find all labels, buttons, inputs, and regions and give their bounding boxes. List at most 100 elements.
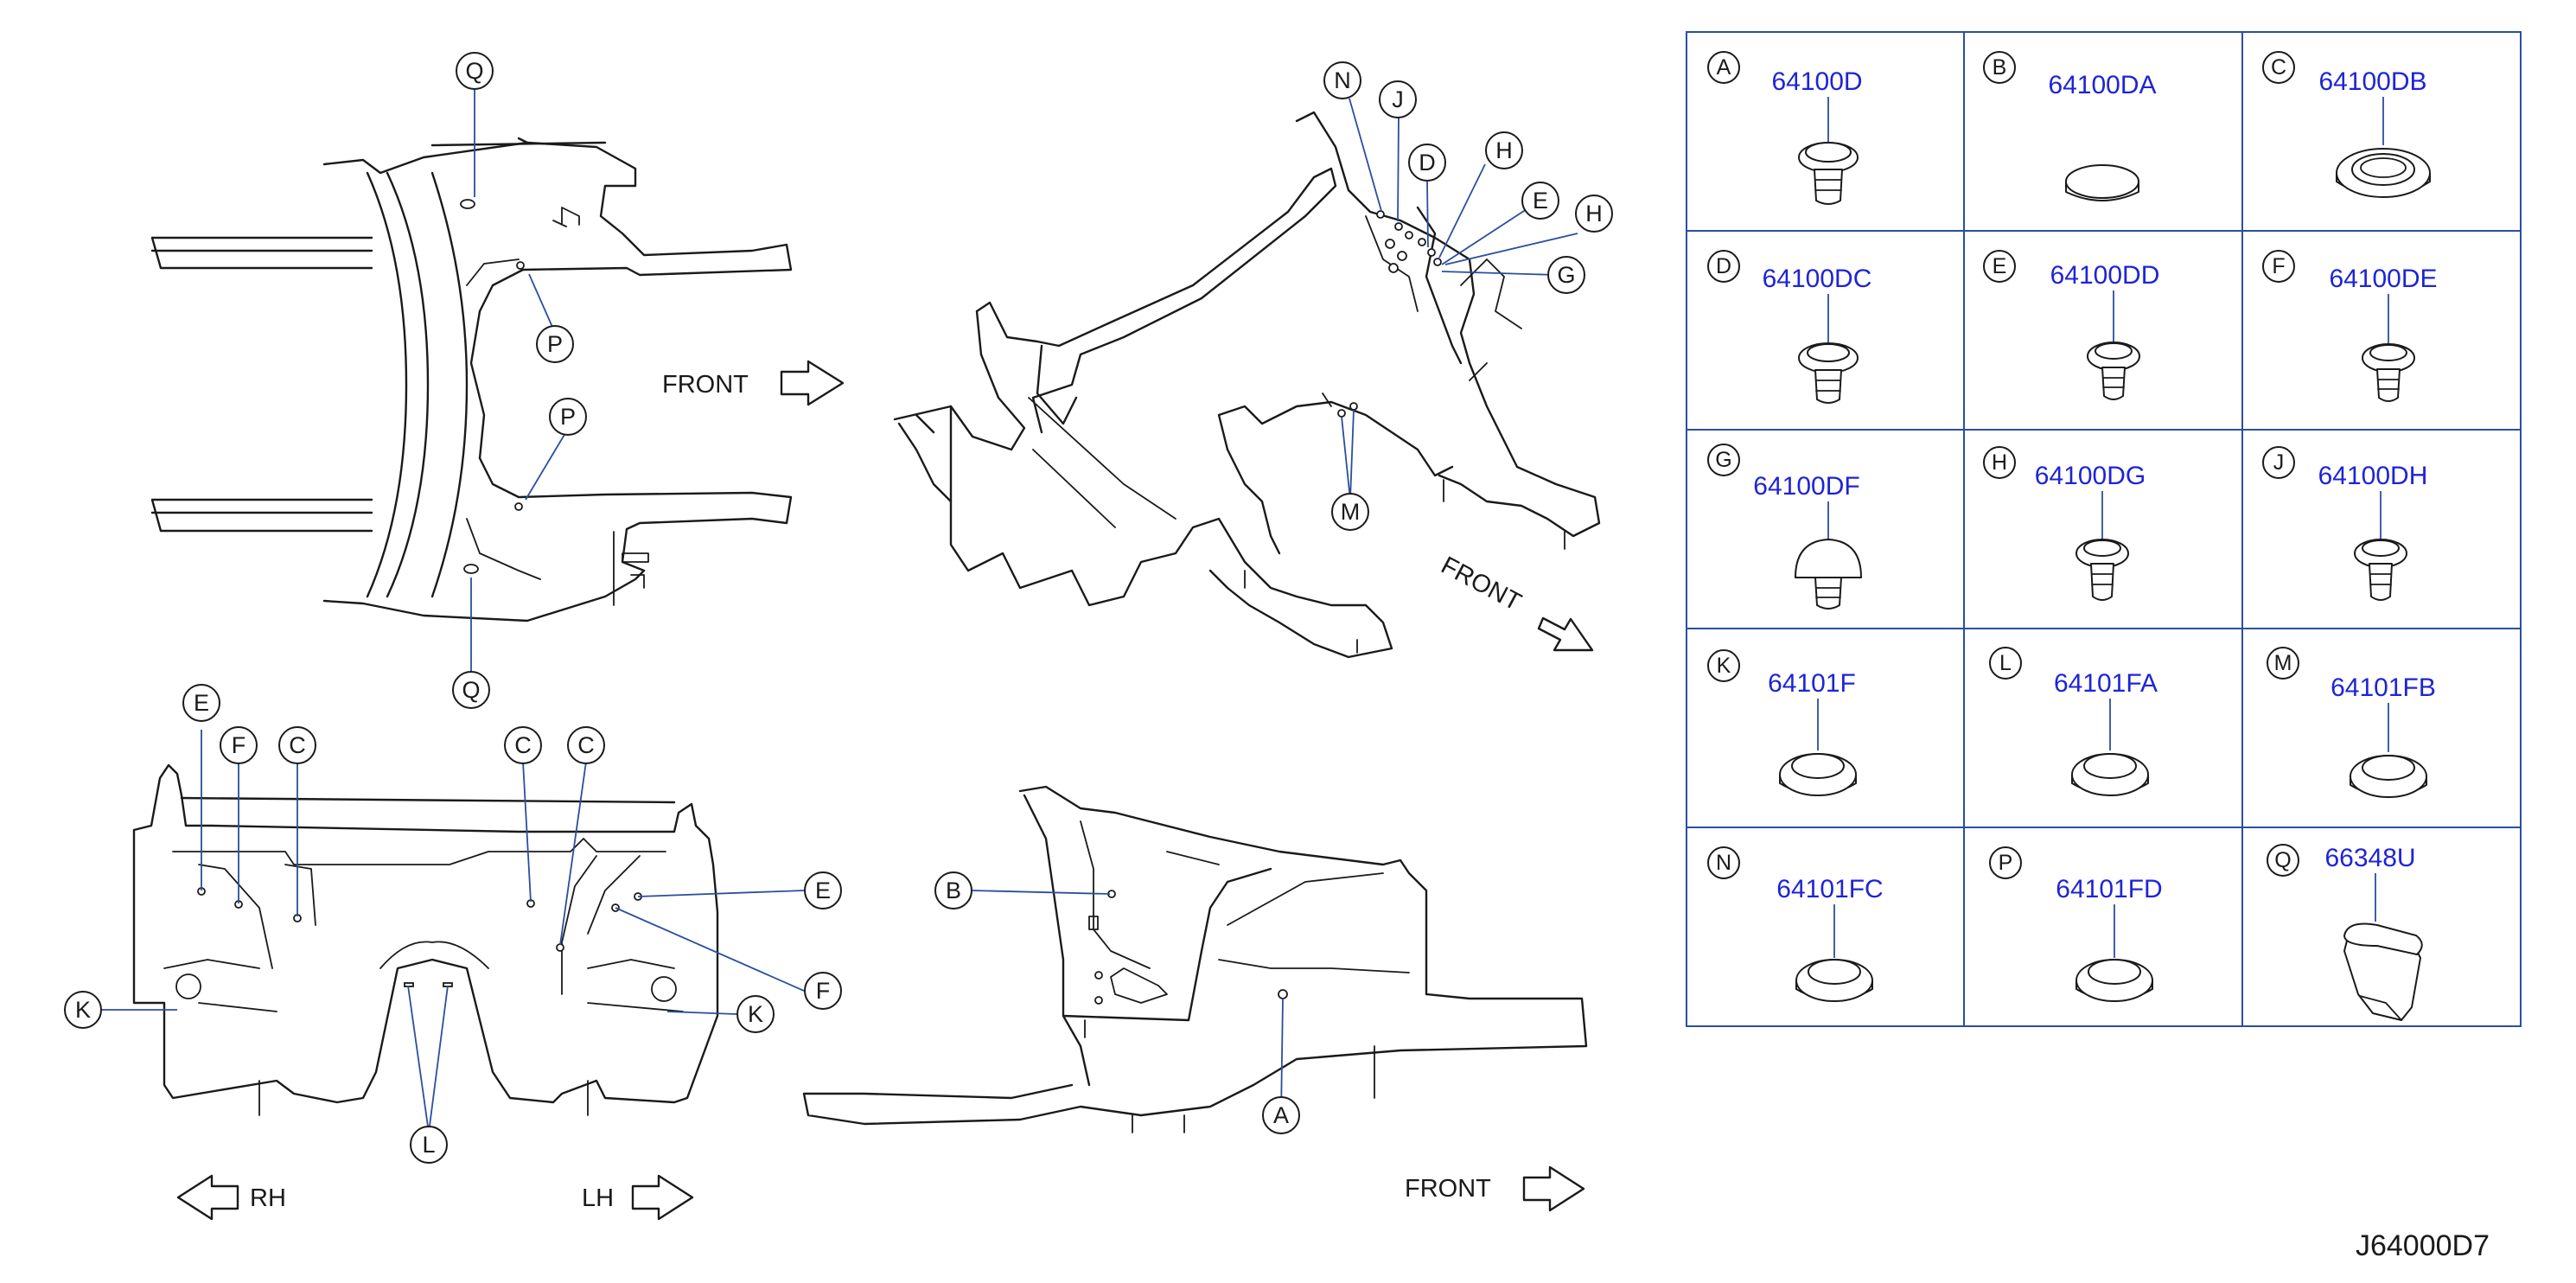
svg-text:P: P <box>560 404 576 430</box>
svg-text:64101FB: 64101FB <box>2331 673 2436 702</box>
callout-c-left: C <box>278 726 316 764</box>
svg-text:D: D <box>1419 150 1436 176</box>
svg-text:P: P <box>547 331 563 357</box>
part-plug-icon <box>2065 164 2139 201</box>
callout-q-bottom: Q <box>452 671 490 709</box>
svg-text:E: E <box>194 690 209 716</box>
callouts: Q P P Q N J D H E H G M E F C C C E F K … <box>64 52 1613 1164</box>
callout-e-right: E <box>804 871 842 910</box>
svg-text:66348U: 66348U <box>2324 844 2415 872</box>
svg-text:N: N <box>1334 67 1351 93</box>
svg-text:Q: Q <box>465 58 483 84</box>
svg-text:F: F <box>816 978 831 1004</box>
legend-cell-d: D 64100DC <box>1707 250 1872 404</box>
svg-text:D: D <box>1716 254 1731 278</box>
callout-h2: H <box>1575 195 1613 233</box>
front-label-bottom: FRONT <box>1405 1175 1491 1203</box>
svg-text:H: H <box>1992 450 2007 475</box>
callout-f-left: F <box>220 726 258 764</box>
callout-p-upper: P <box>536 325 574 363</box>
svg-text:64100DF: 64100DF <box>1753 472 1859 501</box>
svg-text:J: J <box>2273 450 2285 475</box>
rh-label: RH <box>250 1184 286 1212</box>
direction-labels: FRONT FRONT FRONT RH LH <box>176 360 1594 1221</box>
callout-m: M <box>1331 493 1369 531</box>
svg-text:C: C <box>577 732 595 758</box>
svg-text:E: E <box>815 878 831 903</box>
part-push-pin-icon <box>1795 539 1862 610</box>
part-grommet-icon <box>1779 753 1857 796</box>
callout-j: J <box>1379 80 1417 118</box>
callout-e-top: E <box>1521 182 1559 220</box>
svg-text:F: F <box>232 732 246 758</box>
svg-text:K: K <box>75 997 91 1023</box>
svg-text:G: G <box>1715 448 1731 472</box>
legend-cell-c: C 64100DB <box>2262 51 2431 198</box>
svg-text:H: H <box>1585 201 1603 227</box>
legend-cell-g: G 64100DF <box>1707 444 1862 610</box>
svg-text:64101FC: 64101FC <box>1776 875 1883 903</box>
legend-cell-n: N 64101FC <box>1707 846 1884 1002</box>
svg-text:M: M <box>1341 499 1361 525</box>
callout-c-right: C <box>567 726 605 764</box>
svg-text:C: C <box>514 732 532 758</box>
front-label-middle: FRONT <box>1437 552 1526 616</box>
svg-text:L: L <box>422 1132 435 1158</box>
view-top-right <box>893 111 1601 659</box>
callout-l: L <box>410 1126 448 1164</box>
callout-g: G <box>1547 256 1585 294</box>
svg-text:64100DC: 64100DC <box>1763 265 1872 293</box>
svg-text:H: H <box>1495 137 1513 163</box>
legend-cell-b: B 64100DA <box>1983 51 2157 201</box>
front-arrow-top-icon <box>780 360 845 406</box>
svg-text:P: P <box>1999 851 2013 875</box>
part-clip-icon <box>2362 343 2415 402</box>
lh-label: LH <box>582 1184 614 1212</box>
part-grommet-icon <box>2336 148 2431 198</box>
svg-text:64100DB: 64100DB <box>2318 67 2426 96</box>
callout-b: B <box>934 871 972 910</box>
legend-cell-f: F 64100DE <box>2262 250 2438 402</box>
svg-text:N: N <box>1716 851 1731 875</box>
diagram-code: J64000D7 <box>2356 1229 2490 1262</box>
svg-text:64100DH: 64100DH <box>2318 462 2428 490</box>
callout-k-left: K <box>64 991 102 1029</box>
svg-text:Q: Q <box>462 677 480 703</box>
front-label-top: FRONT <box>662 371 749 399</box>
lh-arrow-icon <box>631 1174 694 1221</box>
part-grommet-icon <box>2075 959 2153 1002</box>
part-grommet-icon <box>2071 753 2149 796</box>
svg-text:E: E <box>1533 188 1548 214</box>
part-clip-icon <box>1798 142 1859 205</box>
svg-text:G: G <box>1557 262 1575 288</box>
svg-text:J: J <box>1392 86 1404 112</box>
legend-cell-l: L 64101FA <box>1989 647 2158 796</box>
view-bottom-left <box>132 763 719 1116</box>
callout-f-right: F <box>804 972 842 1010</box>
svg-text:K: K <box>748 1001 763 1027</box>
svg-text:Q: Q <box>2274 848 2291 872</box>
legend-cell-e: E 64100DD <box>1983 250 2160 400</box>
front-arrow-bottom-icon <box>1522 1165 1585 1212</box>
view-bottom-right <box>802 785 1588 1133</box>
callout-q-top: Q <box>456 52 494 90</box>
svg-text:64101F: 64101F <box>1768 669 1856 698</box>
legend-cell-h: H 64100DG <box>1983 446 2146 601</box>
part-clip-icon <box>1798 342 1859 404</box>
svg-text:64100DD: 64100DD <box>2050 261 2160 290</box>
legend-cell-k: K 64101F <box>1707 649 1857 796</box>
svg-text:A: A <box>1273 1102 1289 1128</box>
callout-k-right: K <box>736 995 775 1033</box>
legend-cell-j: J 64100DH <box>2262 446 2428 601</box>
part-grommet-icon <box>1795 959 1873 1002</box>
legend-cell-q: Q 66348U <box>2267 844 2423 1021</box>
svg-text:E: E <box>1993 254 2007 278</box>
svg-text:M: M <box>2274 651 2292 675</box>
callout-p-lower: P <box>549 398 587 436</box>
part-clip-icon <box>2354 539 2407 601</box>
svg-text:64101FD: 64101FD <box>2056 875 2162 903</box>
legend-cell-m: M 64101FB <box>2267 647 2436 798</box>
svg-text:64100D: 64100D <box>1771 67 1862 96</box>
part-grommet-icon <box>2350 755 2427 798</box>
